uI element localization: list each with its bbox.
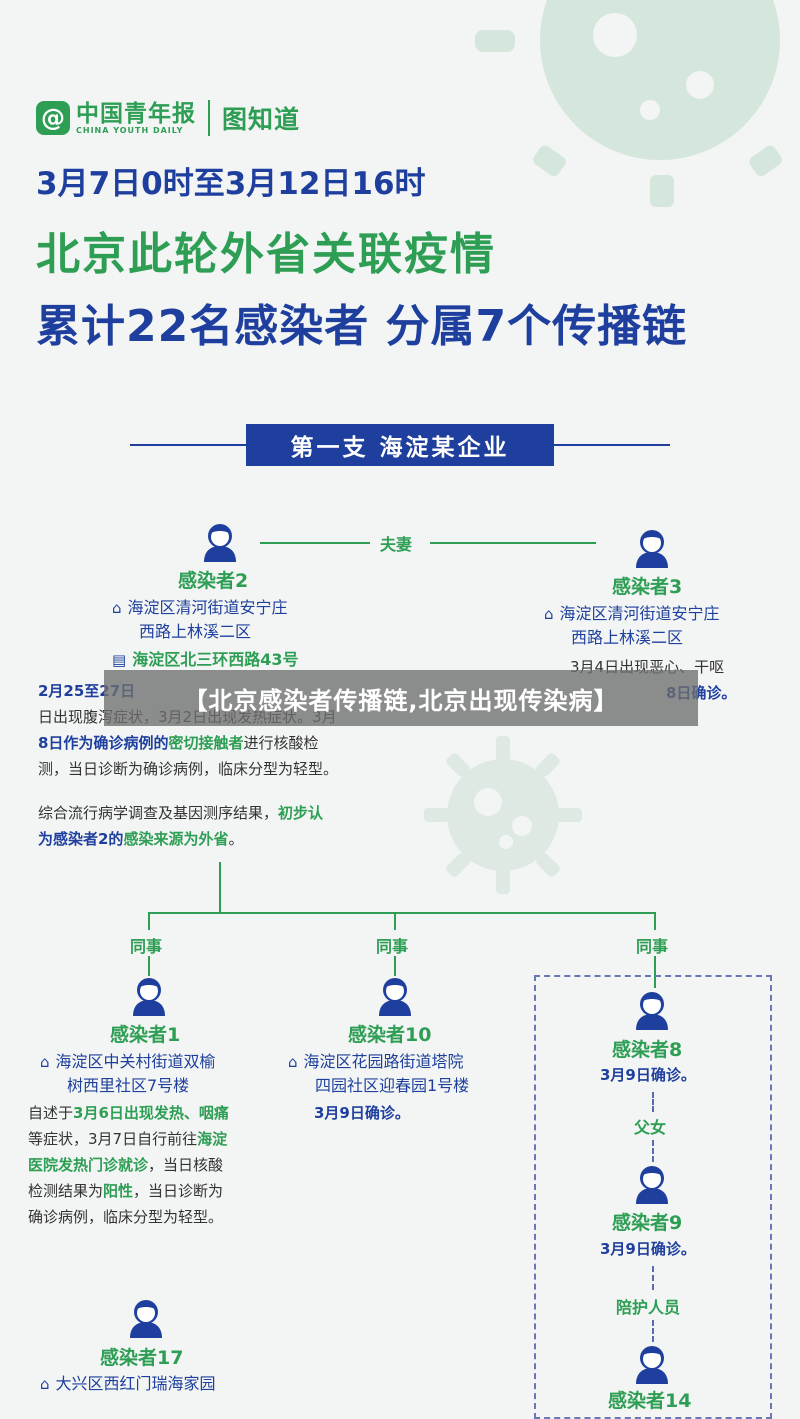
case-8-note: 3月9日确诊。 (600, 1066, 696, 1084)
relation-dash (652, 1266, 654, 1290)
relation-dash (652, 1092, 654, 1112)
tree-link-mid (394, 956, 396, 976)
section-banner: 第一支 海淀某企业 (246, 424, 554, 466)
home-icon: ⌂ (40, 1053, 50, 1071)
relation-colleague: 同事 (376, 937, 409, 956)
tree-drop-right (654, 912, 656, 930)
relation-spouse: 夫妻 (380, 535, 413, 554)
person-icon (634, 990, 670, 1030)
home-icon: ⌂ (112, 599, 122, 617)
case-8-name: 感染者8 (612, 1039, 683, 1061)
case-10-home: ⌂海淀区花园路街道塔院 四园社区迎春园1号楼 (288, 1052, 470, 1095)
tree-link-right (654, 956, 656, 988)
person-icon (128, 1298, 164, 1338)
tree-trunk (219, 862, 221, 912)
person-icon (634, 1344, 670, 1384)
person-icon (634, 528, 670, 568)
case-17-home: ⌂大兴区西红门瑞海家园 (40, 1374, 216, 1393)
banner-line-left (130, 444, 246, 446)
logo-name: 中国青年报 (76, 100, 196, 127)
tree-drop-mid (394, 912, 396, 930)
case-3-name: 感染者3 (612, 576, 683, 598)
logo-english: CHINA YOUTH DAILY (76, 125, 184, 135)
case-3-home: ⌂海淀区清河街道安宁庄 西路上林溪二区 (544, 604, 720, 647)
home-icon: ⌂ (40, 1375, 50, 1393)
case-2-source: 综合流行病学调查及基因测序结果，初步认 为感染者2的感染来源为外省。 (38, 804, 324, 848)
case-2-home: ⌂海淀区清河街道安宁庄 西路上林溪二区 (112, 598, 288, 641)
date-range: 3月7日0时至3月12日16时 (36, 166, 426, 202)
page-title: 北京此轮外省关联疫情 (36, 229, 496, 280)
relation-dash (652, 1140, 654, 1162)
logo: @ 中国青年报 CHINA YOUTH DAILY 图知道 (36, 98, 300, 138)
person-icon (634, 1164, 670, 1204)
virus-icon (424, 736, 582, 894)
case-9-name: 感染者9 (612, 1212, 683, 1234)
case-9-note: 3月9日确诊。 (600, 1240, 696, 1258)
relation-dash (652, 1320, 654, 1342)
case-10-note: 3月9日确诊。 (314, 1104, 410, 1122)
logo-divider (208, 100, 210, 136)
relation-father-daughter: 父女 (634, 1118, 667, 1137)
home-icon: ⌂ (544, 605, 554, 623)
tree-link-left (148, 956, 150, 976)
case-2-work: ▤海淀区北三环西路43号 (112, 650, 299, 669)
relation-line (430, 542, 596, 544)
virus-icon (475, 0, 782, 207)
person-icon (202, 522, 238, 562)
case-1-name: 感染者1 (110, 1024, 181, 1046)
person-icon (131, 976, 167, 1016)
relation-colleague: 同事 (636, 937, 669, 956)
case-10-name: 感染者10 (348, 1024, 432, 1046)
brand-name: 图知道 (222, 105, 301, 134)
case-1-home: ⌂海淀区中关村街道双榆 树西里社区7号楼 (40, 1052, 216, 1095)
home-icon: ⌂ (288, 1053, 298, 1071)
logo-mark: @ (36, 101, 70, 135)
relation-line (260, 542, 370, 544)
relation-caregiver: 陪护人员 (616, 1298, 681, 1317)
case-1-note: 自述于3月6日出现发热、咽痛 等症状，3月7日自行前往海淀 医院发热门诊就诊，当… (28, 1104, 229, 1226)
case-17-name: 感染者17 (100, 1347, 184, 1369)
tree-branch (148, 912, 656, 914)
work-icon: ▤ (112, 651, 127, 669)
page-subtitle: 累计22名感染者 分属7个传播链 (36, 301, 688, 352)
relation-colleague: 同事 (130, 937, 163, 956)
overlay-caption: 【北京感染者传播链,北京出现传染病】 (104, 670, 698, 726)
person-icon (377, 976, 413, 1016)
banner-line-right (554, 444, 670, 446)
tree-drop-left (148, 912, 150, 930)
case-2-name: 感染者2 (178, 570, 249, 592)
